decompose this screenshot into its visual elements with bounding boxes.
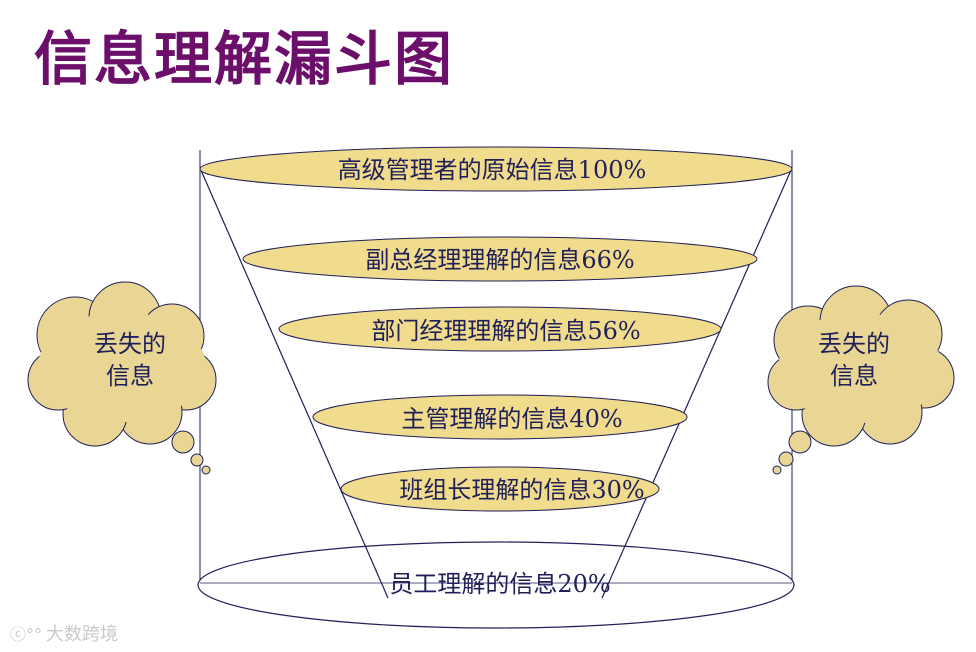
level-ellipse-5 xyxy=(340,466,660,512)
level-label-2: 副总经理理解的信息66% xyxy=(365,246,634,274)
level-label-3: 部门经理理解的信息56% xyxy=(371,317,640,345)
left-cloud-line2: 信息 xyxy=(106,362,154,390)
funnel-left-edge xyxy=(199,167,389,599)
right-cloud-line1: 丢失的 xyxy=(818,330,890,358)
level-label-5: 班组长理解的信息30% xyxy=(399,476,644,504)
watermark-text: 大数跨境 xyxy=(46,624,119,645)
level-label-6: 员工理解的信息20% xyxy=(389,570,610,598)
left-thought-cloud: 丢失的 信息 xyxy=(27,281,217,475)
level-label-1: 高级管理者的原始信息100% xyxy=(338,156,647,184)
level-ellipse-1 xyxy=(199,146,793,192)
left-cloud-line1: 丢失的 xyxy=(94,330,166,358)
cylinder-base-ellipse xyxy=(197,541,795,629)
level-ellipse-2 xyxy=(242,236,758,282)
right-thought-cloud: 丢失的 信息 xyxy=(767,285,955,475)
level-label-4: 主管理解的信息40% xyxy=(401,405,622,433)
watermark-logo-icon: ⓒ°° xyxy=(10,625,43,644)
level-ellipse-3 xyxy=(278,306,722,352)
right-cloud-line2: 信息 xyxy=(830,362,878,390)
watermark: ⓒ°°大数跨境 xyxy=(10,620,118,646)
funnel-right-edge xyxy=(601,167,793,599)
page-title: 信息理解漏斗图 xyxy=(34,25,455,93)
level-ellipse-4 xyxy=(312,394,688,440)
